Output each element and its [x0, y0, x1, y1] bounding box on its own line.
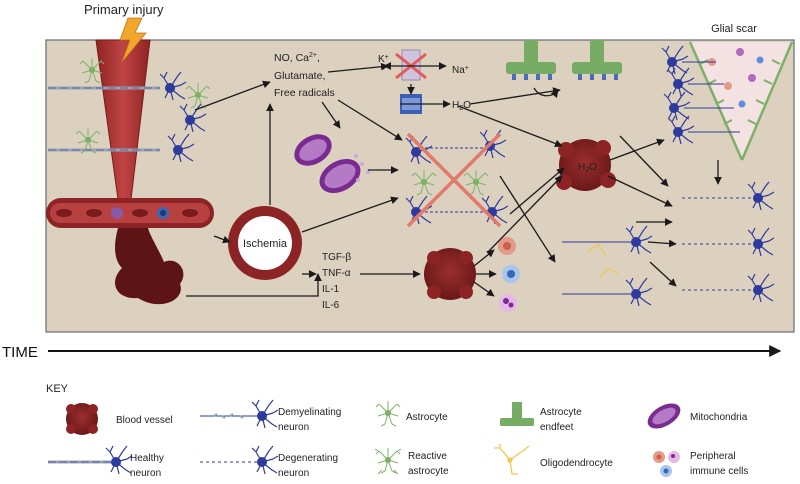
- key-mitochondria-icon: [647, 403, 681, 429]
- ion-channel: [383, 49, 451, 114]
- key-degenerating-icon: [200, 445, 279, 475]
- lightning-icon: [119, 17, 147, 63]
- primary-injury-title: Primary injury: [84, 2, 164, 17]
- ischemia-label: Ischemia: [243, 238, 288, 250]
- edematous-vessel: [556, 139, 616, 191]
- demyelinating-neurons: [562, 225, 653, 307]
- mitochondria-group: [294, 134, 370, 194]
- immune-cells: [498, 237, 520, 312]
- key-astrocyte-icon: [375, 400, 401, 427]
- astrocyte-endfeet-2: [572, 40, 622, 80]
- pathway-arrows: [186, 62, 722, 297]
- key-reactive-astrocyte-label: Reactive astrocyte: [408, 451, 450, 477]
- key-reactive-astrocyte-icon: [374, 447, 402, 475]
- glial-scar-label: Glial scar: [711, 23, 757, 35]
- injury-neurons: [48, 57, 211, 163]
- inflamed-vessel: [424, 248, 476, 300]
- cytokine-list: TGF-β TNF-α IL-1 IL-6: [322, 252, 354, 311]
- potassium-label: K+: [378, 54, 389, 65]
- scar-neurons: [661, 45, 740, 145]
- damaged-cell-network: [405, 129, 509, 228]
- key-endfeet-icon: [500, 402, 534, 426]
- key-oligodendrocyte-label: Oligodendrocyte: [540, 458, 613, 469]
- key-immune-cells-label: Peripheral immune cells: [690, 451, 748, 477]
- key-healthy-neuron-label: Healthy neuron: [130, 453, 167, 479]
- key-oligodendrocyte-icon: [494, 444, 530, 475]
- key-immune-cells-icon: [653, 451, 680, 477]
- water-label: H2O: [452, 100, 471, 112]
- key-blood-vessel-icon: [66, 403, 98, 435]
- key-healthy-neuron-icon: [48, 445, 133, 475]
- time-label: TIME: [2, 344, 38, 361]
- key-astrocyte-label: Astrocyte: [406, 412, 448, 423]
- vessel-water-label: H2O: [578, 162, 597, 174]
- key-endfeet-label: Astrocyte endfeet: [540, 407, 584, 433]
- blood-vessel-tube: [46, 198, 214, 228]
- key-title: KEY: [46, 383, 69, 395]
- ischemia-vessel: Ischemia: [228, 206, 302, 280]
- sodium-label: Na+: [452, 65, 469, 76]
- key-demyelinating-icon: [200, 399, 279, 429]
- key-demyelinating-label: Demyelinating neuron: [278, 407, 344, 433]
- key-mitochondria-label: Mitochondria: [690, 412, 748, 423]
- astrocyte-endfeet-1: [506, 40, 556, 80]
- key-blood-vessel-label: Blood vessel: [116, 415, 173, 426]
- key-degenerating-label: Degenerating neuron: [278, 453, 341, 479]
- mediator-text: NO, Ca2+, Glutamate, Free radicals: [274, 52, 335, 99]
- hemorrhage: [115, 228, 184, 305]
